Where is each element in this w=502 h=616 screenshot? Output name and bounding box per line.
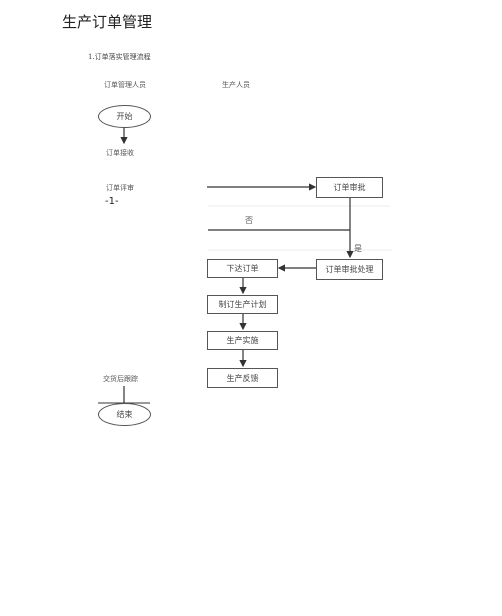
section-heading: 1.订单落实管理流程 <box>88 53 151 61</box>
production-box: 生产实施 <box>207 331 278 350</box>
order-review-label: 订单评审 <box>106 184 134 192</box>
order-approve-box: 订单审批 <box>316 177 383 198</box>
end-node: 结束 <box>98 403 151 426</box>
page-number: -1- <box>105 196 119 207</box>
yes-label: 是 <box>354 244 362 253</box>
start-node: 开始 <box>98 105 151 128</box>
order-receive-label: 订单接收 <box>106 149 134 157</box>
order-approve-process-box: 订单审批处理 <box>316 259 383 280</box>
no-label: 否 <box>245 216 253 225</box>
delivery-track-label: 交货后跟踪 <box>103 375 138 383</box>
feedback-box: 生产反馈 <box>207 368 278 388</box>
page-title: 生产订单管理 <box>62 13 153 31</box>
lane-header-order-manager: 订单管理人员 <box>104 81 146 89</box>
issue-order-box: 下达订单 <box>207 259 278 278</box>
make-plan-box: 制订生产计划 <box>207 295 278 314</box>
lane-header-production-staff: 生产人员 <box>222 81 250 89</box>
